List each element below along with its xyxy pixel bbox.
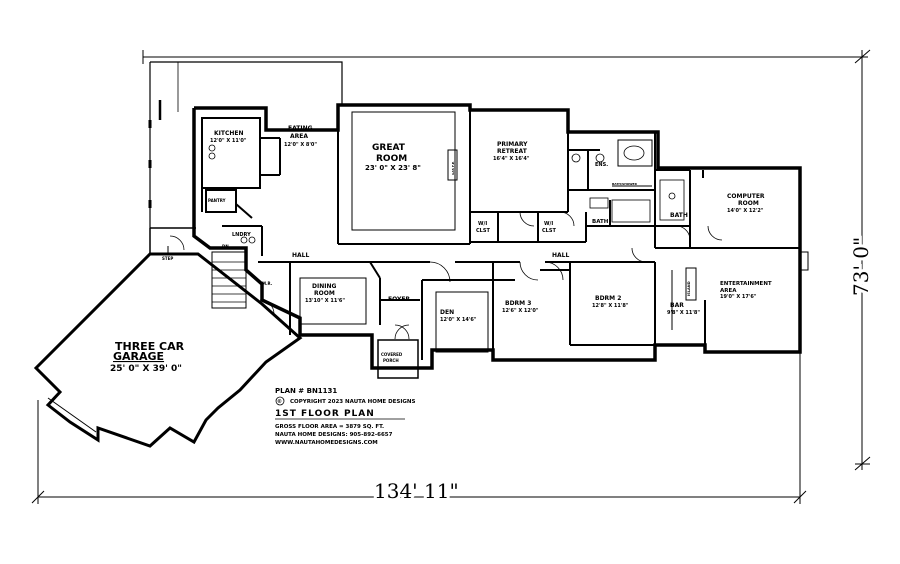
great-name2: ROOM — [376, 154, 407, 164]
tub-note-label: BATH/SHOWER — [612, 182, 638, 186]
floor-title: 1ST FLOOR PLAN — [275, 409, 375, 419]
exterior-trim — [148, 120, 809, 271]
dining-name1: DINING — [312, 283, 336, 290]
dining-name2: ROOM — [314, 290, 335, 297]
lndry-label: LNDRY — [232, 232, 251, 238]
island-label: ISLAND — [687, 281, 691, 296]
bdrm3-name: BDRM 3 — [505, 300, 531, 307]
step-label: STEP — [162, 256, 173, 261]
copyright-icon — [275, 396, 285, 406]
gas-fp-label: GAS F.P. — [451, 161, 455, 175]
ens-label: ENS. — [595, 162, 608, 168]
entertainment-name2: AREA — [720, 288, 737, 294]
wic2-a: W/I — [544, 221, 553, 227]
interior-walls — [201, 105, 800, 379]
website-text: WWW.NAUTAHOMEDESIGNS.COM — [275, 440, 378, 446]
porch-label-b: PORCH — [383, 358, 399, 363]
dining-size: 13'10" X 11'6" — [305, 298, 345, 304]
kitchen-size: 12'0" X 11'0" — [210, 138, 247, 144]
bdrm2-name: BDRM 2 — [595, 295, 621, 302]
overall-depth-label: 73' 0" — [849, 237, 873, 296]
garage-name2: GARAGE — [113, 350, 164, 363]
garage-walls — [33, 227, 303, 448]
garage-size: 25' 0" X 39' 0" — [110, 364, 182, 374]
primary-name2: RETREAT — [497, 148, 528, 155]
entertainment-size: 19'0" X 17'6" — [720, 294, 757, 300]
garage-name1: THREE CAR — [115, 340, 185, 353]
primary-size: 16'4" X 16'4" — [493, 156, 530, 162]
computer-name2: ROOM — [738, 200, 759, 207]
hall-right-label: HALL — [552, 252, 569, 259]
great-size: 23' 0" X 23' 8" — [365, 164, 421, 172]
primary-name1: PRIMARY — [497, 141, 528, 148]
eating-size: 12'0" X 8'0" — [284, 142, 317, 148]
fixtures — [208, 144, 685, 244]
dimension-lines — [31, 49, 871, 504]
wic1-b: CLST — [476, 228, 490, 234]
overall-width-label: 134' 11" — [374, 479, 459, 503]
kitchen-name: KITCHEN — [214, 130, 244, 137]
pantry-label: PANTRY — [208, 198, 226, 203]
gross-area: GROSS FLOOR AREA = 3879 SQ. FT. — [275, 424, 384, 430]
phone-text: NAUTA HOME DESIGNS: 905-892-6657 — [275, 432, 393, 438]
room-labels: KITCHEN 12'0" X 11'0" EATING AREA 12'0" … — [110, 125, 772, 374]
copyright-text: COPYRIGHT 2023 NAUTA HOME DESIGNS — [290, 399, 416, 405]
bath1-label: BATH — [592, 219, 609, 225]
exterior-walls — [192, 103, 802, 370]
down-label: DN — [222, 244, 229, 249]
bar-name: BAR — [670, 302, 684, 309]
mech-label: M.R. — [262, 281, 273, 286]
great-name1: GREAT — [372, 143, 406, 153]
bath2-label: BATH — [670, 212, 688, 219]
bdrm3-size: 12'6" X 12'0" — [502, 308, 539, 314]
copyright-symbol: © — [277, 399, 282, 405]
den-size: 12'0" X 14'6" — [440, 317, 477, 323]
computer-size: 14'0" X 12'2" — [727, 208, 764, 214]
wic2-b: CLST — [542, 228, 556, 234]
porch-label-a: COVERED — [381, 352, 403, 357]
title-block: PLAN # BN1131 © COPYRIGHT 2023 NAUTA HOM… — [275, 387, 416, 446]
eating-name1: EATING — [288, 125, 313, 132]
entertainment-name1: ENTERTAINMENT — [720, 281, 772, 287]
eating-name2: AREA — [290, 133, 308, 140]
foyer-label: FOYER — [388, 296, 410, 303]
den-name: DEN — [440, 309, 454, 316]
bar-size: 9'8" X 11'8" — [667, 310, 700, 316]
small-labels: PANTRY LNDRY HALL HALL FOYER ENS. BATH B… — [162, 161, 691, 363]
wic1-a: W/I — [478, 221, 487, 227]
computer-name1: COMPUTER — [727, 193, 765, 200]
plan-number: PLAN # BN1131 — [275, 387, 337, 395]
door-swings — [169, 211, 723, 340]
bdrm2-size: 12'8" X 11'8" — [592, 303, 629, 309]
hall-left-label: HALL — [292, 252, 309, 259]
